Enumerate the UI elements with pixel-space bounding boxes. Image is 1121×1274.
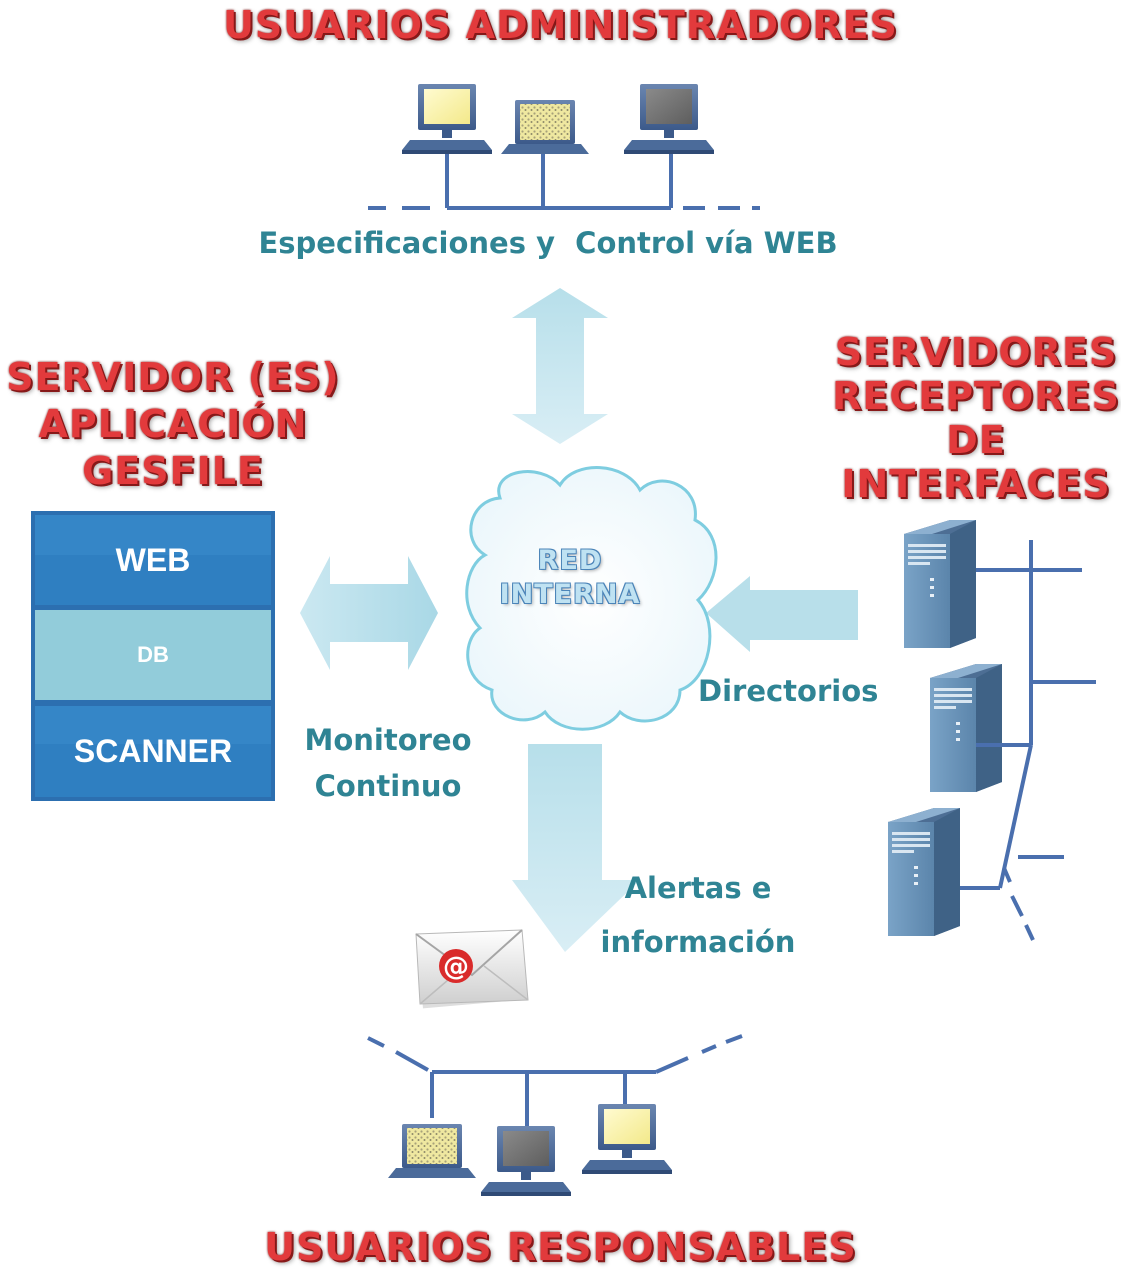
app-stack-layer-db <box>35 610 271 700</box>
title-usuarios-responsables: USUARIOS RESPONSABLES <box>264 1225 857 1269</box>
cloud-label-line1: RED <box>537 545 603 576</box>
stack-label-web: WEB <box>115 541 191 578</box>
stack-label-scanner: SCANNER <box>73 733 233 769</box>
double-arrow-horizontal-left <box>300 556 438 670</box>
cloud-label-line2: INTERNA <box>499 578 641 610</box>
computer-icon <box>582 1104 672 1174</box>
label-monitoreo-line2: Continuo <box>314 769 462 803</box>
label-directorios: Directorios <box>698 674 879 708</box>
label-monitoreo-line1: Monitoreo <box>304 723 472 757</box>
server-network <box>960 540 1096 941</box>
label-monitoreo: Monitoreo Continuo <box>290 717 486 809</box>
label-alertas: Alertas e información <box>588 861 808 969</box>
arrow-down-to-email <box>512 744 640 952</box>
computer-icon <box>481 1126 571 1196</box>
computer-icon <box>624 84 714 154</box>
title-servidor-line2: APLICACIÓN <box>38 402 308 446</box>
title-servidor-line3: GESFILE <box>82 449 264 493</box>
title-receptores-line4: INTERFACES <box>841 462 1111 506</box>
double-arrow-vertical-top <box>512 288 608 444</box>
title-servidores-receptores: SERVIDORES RECEPTORES DE INTERFACES <box>832 330 1120 506</box>
email-envelope-icon: @ <box>415 929 529 1009</box>
responsible-network <box>367 1034 743 1128</box>
svg-text:@: @ <box>443 952 469 982</box>
title-usuarios-administradores: USUARIOS ADMINISTRADORES <box>223 3 898 47</box>
label-alertas-line1: Alertas e <box>624 871 772 905</box>
title-servidor-aplicacion: SERVIDOR (ES) APLICACIÓN GESFILE <box>0 354 346 495</box>
laptop-icon <box>501 100 589 154</box>
arrow-left-from-servers <box>706 576 858 652</box>
server-tower-icon <box>904 520 976 648</box>
label-alertas-line2: información <box>600 925 796 959</box>
title-receptores-line1: SERVIDORES <box>834 330 1118 374</box>
title-servidor-line1: SERVIDOR (ES) <box>6 355 340 399</box>
label-web-spec: Especificaciones y Control vía WEB <box>258 226 838 260</box>
server-tower-icon <box>888 808 960 936</box>
title-receptores-line2: RECEPTORES <box>832 374 1120 418</box>
computer-icon <box>402 84 492 154</box>
laptop-icon <box>388 1124 476 1178</box>
cloud-shape <box>465 466 718 731</box>
admin-network <box>368 152 760 210</box>
cloud-label: RED INTERNA <box>470 544 670 612</box>
title-receptores-line3: DE <box>946 418 1006 462</box>
stack-label-db: DB <box>137 642 169 667</box>
server-tower-icon <box>930 664 1002 792</box>
